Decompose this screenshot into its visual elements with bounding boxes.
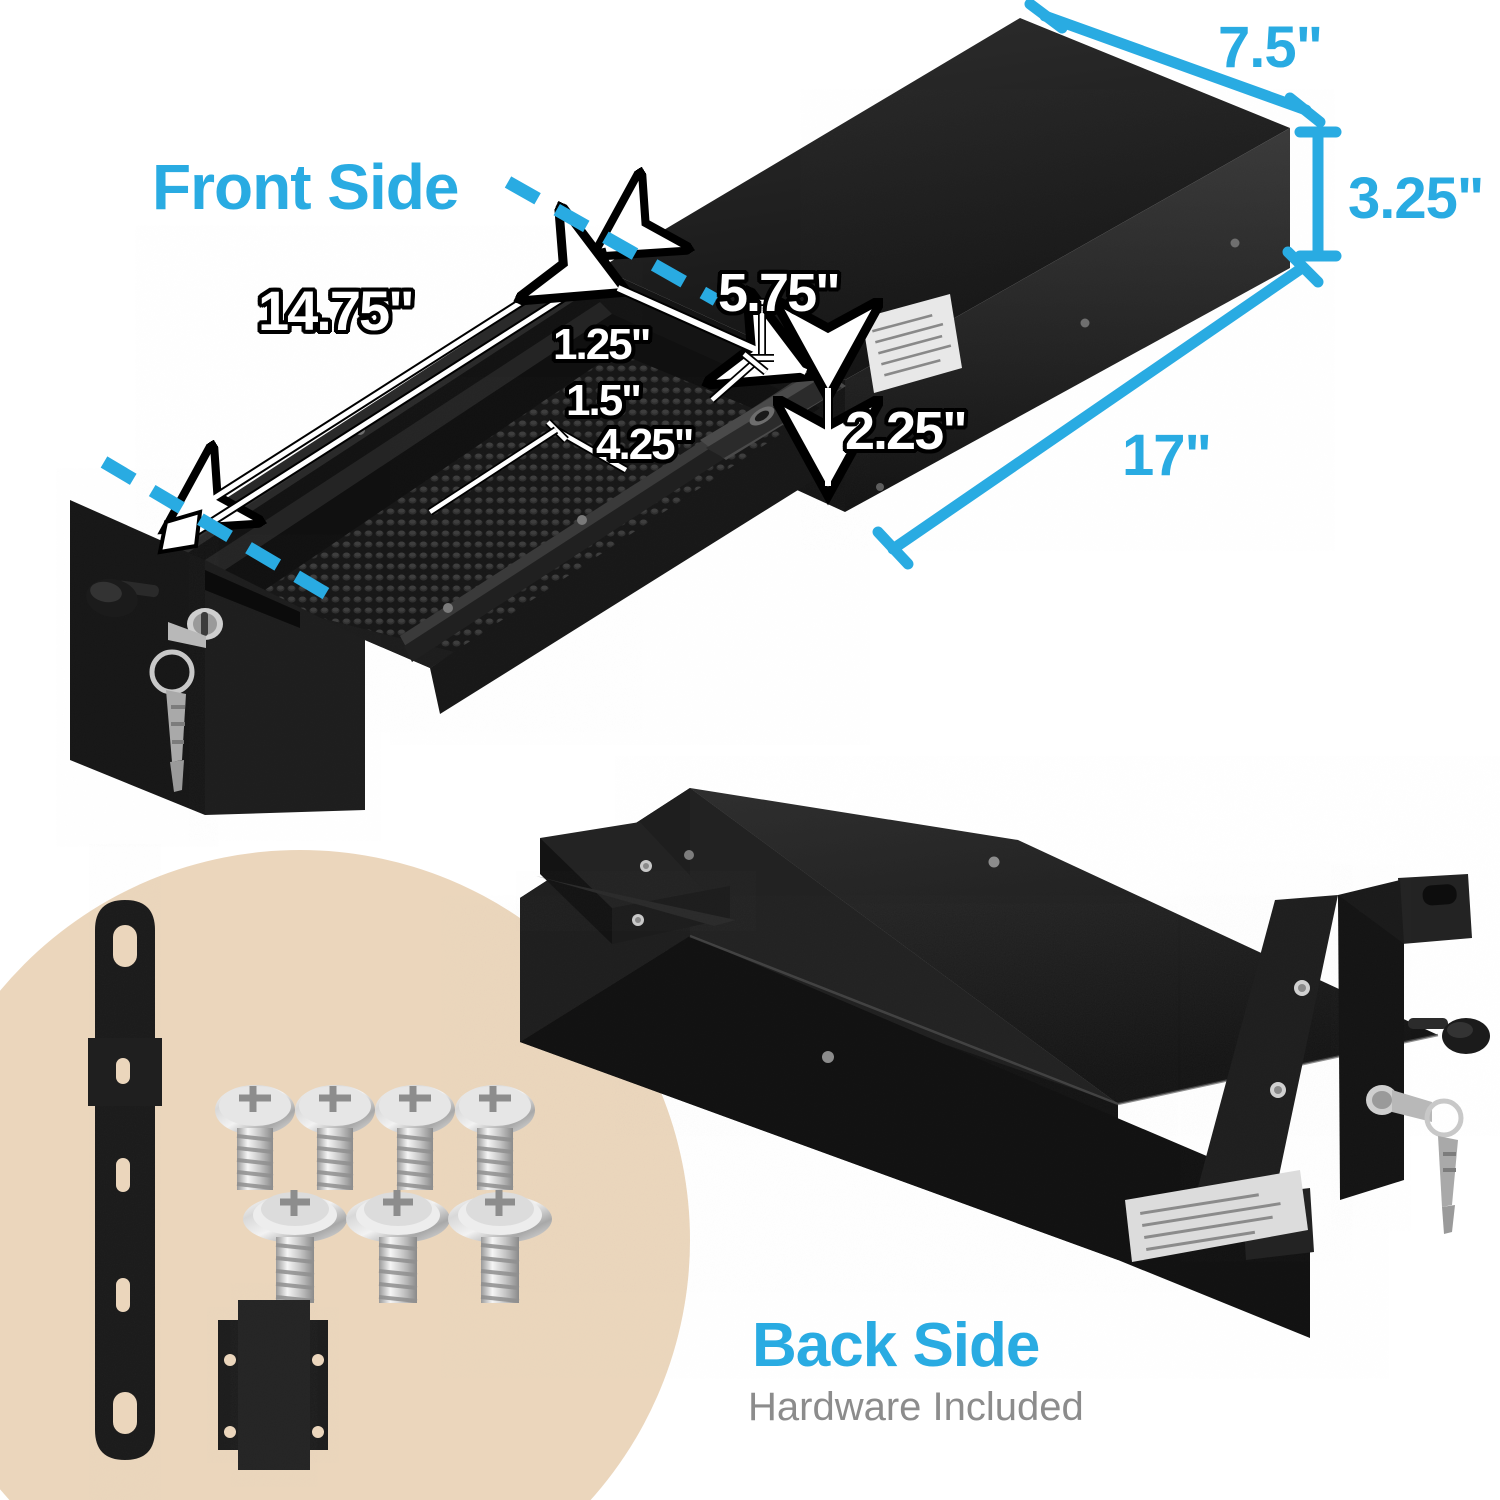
dim-1_5 [709,350,769,403]
back-side-label: Back Side [752,1311,1040,1380]
dim-4_25 [427,419,628,516]
dim-value-14_75: 14.75" [258,279,415,342]
front-side-label: Front Side [152,151,459,223]
dim-value-7_5: 7.5" [1218,15,1323,80]
dim-value-5_75: 5.75" [718,263,841,323]
dim-value-17: 17" [1122,423,1212,488]
dim-value-1_5: 1.5" [566,376,642,425]
dim-value-3_25: 3.25" [1348,166,1484,231]
back-spec-label [1125,1170,1308,1262]
dim-value-1_25: 1.25" [553,320,651,369]
l-bracket-piece [218,1300,328,1470]
key-lock [187,608,223,640]
dim-value-4_25: 4.25" [596,420,694,469]
back-rack-ear [1125,874,1490,1262]
back-key-lock [1366,1085,1464,1234]
knob-handle [86,578,159,618]
mounting-strap [88,900,162,1460]
drawer-front-leader [100,456,334,602]
back-knob-handle [1408,1018,1490,1054]
dim-value-2_25: 2.25" [845,401,968,461]
l-bracket-top [536,822,736,944]
dim-blue-7_5 [1024,0,1326,128]
screw-row-top [215,1085,535,1190]
drawer-front-plate [70,494,365,815]
dim-blue-17 [872,246,1324,570]
hardware-included-label: Hardware Included [748,1385,1084,1429]
front-side-leader [504,176,720,306]
dim-blue-3_25 [1294,126,1342,262]
keys [149,622,206,792]
spec-label [862,294,962,393]
screw-row-bottom [243,1190,552,1303]
